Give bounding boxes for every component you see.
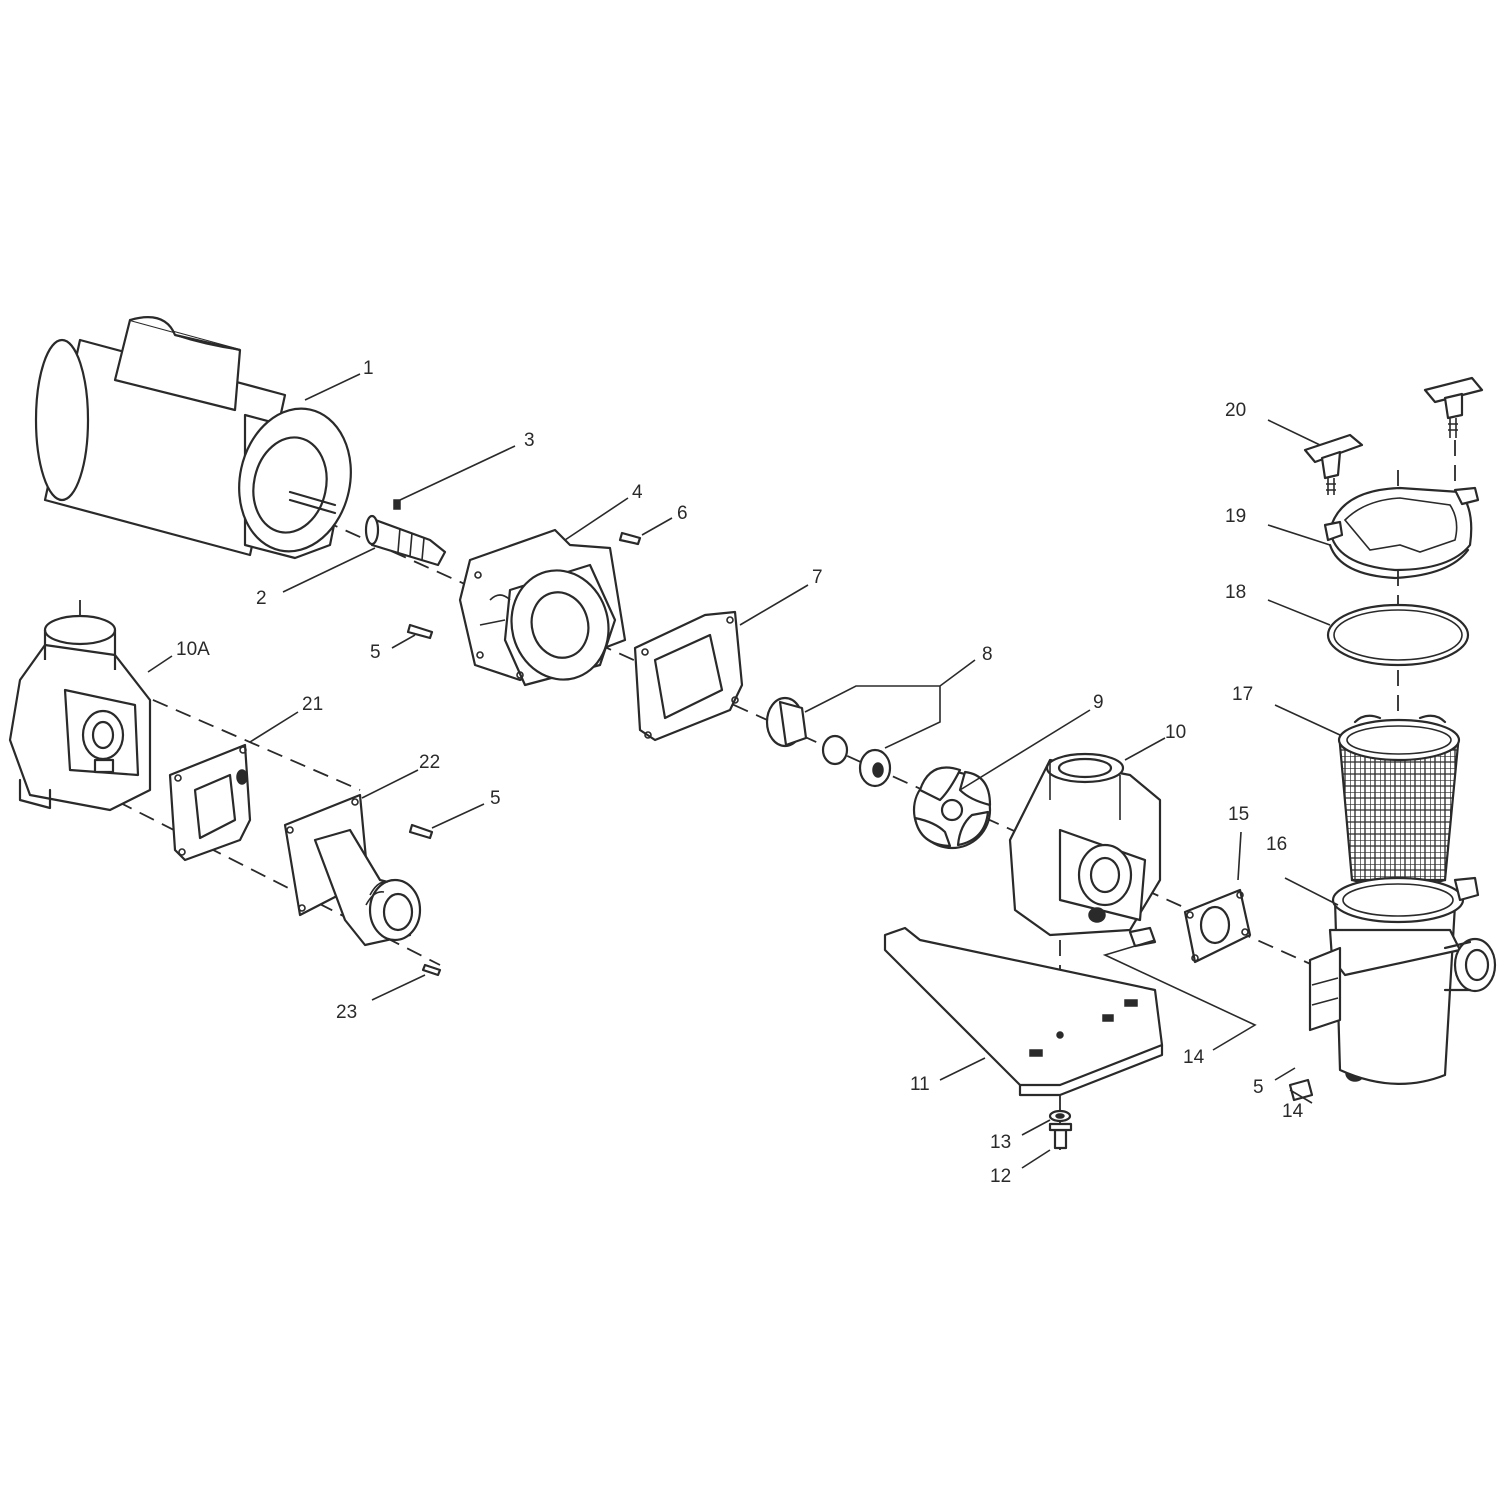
callout-21: 21 (302, 694, 323, 715)
alternate-housing (8, 614, 152, 812)
seal-plate (458, 528, 627, 687)
screw-upper (618, 531, 642, 546)
callout-5-seal-plate: 5 (370, 642, 381, 663)
callout-3: 3 (524, 430, 535, 451)
callout-10: 10 (1165, 722, 1186, 743)
strainer-basket (1337, 714, 1461, 889)
t-handle-right (1423, 376, 1484, 438)
callout-9: 9 (1093, 692, 1104, 713)
screw-bottom (421, 963, 442, 977)
bolt (1048, 1122, 1073, 1150)
callout-11: 11 (910, 1074, 930, 1095)
callout-12: 12 (990, 1166, 1011, 1187)
callout-2: 2 (256, 588, 267, 609)
callout-14-base: 14 (1183, 1047, 1205, 1068)
callout-15: 15 (1228, 804, 1249, 825)
strainer-cover (1323, 486, 1480, 580)
callout-1: 1 (363, 358, 374, 379)
callout-labels: 1 2 3 4 5 5 5 6 7 8 9 10 10A 11 12 13 14… (176, 358, 1304, 1187)
callout-13: 13 (990, 1132, 1011, 1153)
callout-20: 20 (1225, 400, 1246, 421)
base (883, 926, 1164, 1097)
callout-23: 23 (336, 1002, 357, 1023)
callout-10a: 10A (176, 639, 210, 660)
callout-5-strainer: 5 (1253, 1077, 1264, 1098)
gasket (633, 610, 744, 742)
callout-4: 4 (632, 482, 643, 503)
impeller (912, 766, 992, 850)
callout-14-strainer: 14 (1282, 1101, 1304, 1122)
pump-housing (1008, 752, 1162, 937)
adapter-gasket (168, 743, 252, 862)
callout-16: 16 (1266, 834, 1287, 855)
callout-19: 19 (1225, 506, 1246, 527)
washer (1048, 1109, 1072, 1123)
strainer-housing (1308, 876, 1497, 1085)
callout-5-adapter: 5 (490, 788, 501, 809)
suction-adapter (283, 793, 422, 947)
callout-leaders (147, 373, 1341, 1169)
screw-adapter (408, 823, 434, 840)
callout-22: 22 (419, 752, 440, 773)
motor (34, 316, 352, 560)
t-handle-left (1303, 433, 1364, 495)
set-screw (393, 499, 401, 510)
callout-18: 18 (1225, 582, 1246, 603)
callout-17: 17 (1232, 684, 1253, 705)
callout-8: 8 (982, 644, 993, 665)
cover-o-ring (1326, 603, 1470, 667)
callout-7: 7 (812, 567, 823, 588)
mechanical-seal (765, 696, 892, 788)
screw-left (406, 623, 434, 640)
strainer-gasket (1183, 888, 1252, 964)
callout-6: 6 (677, 503, 688, 524)
shaft-extension (364, 514, 447, 567)
